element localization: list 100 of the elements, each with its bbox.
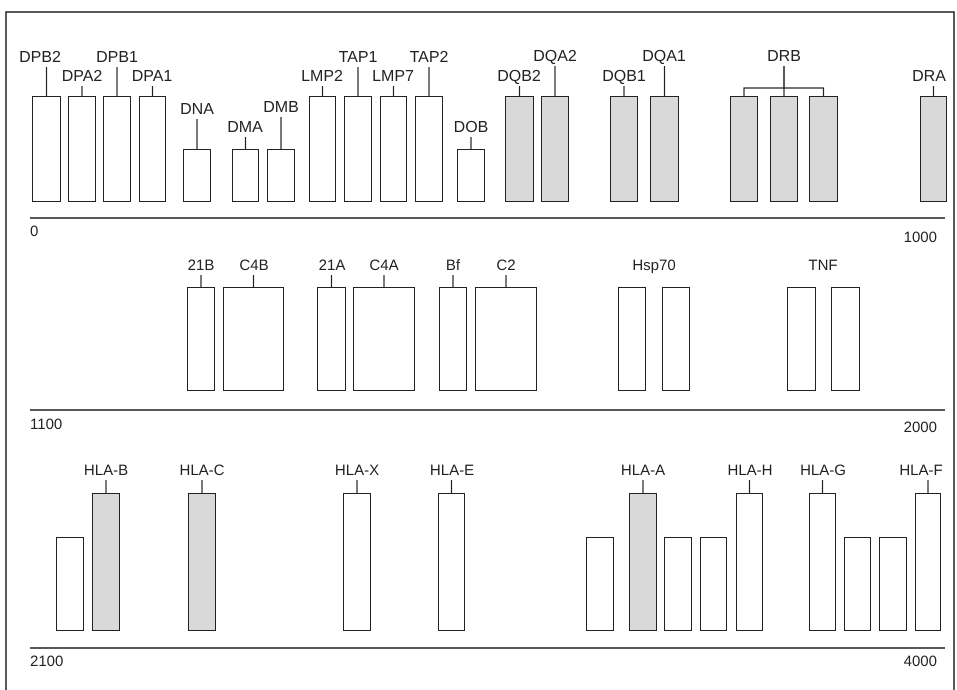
gene-bar bbox=[56, 537, 84, 631]
gene-label: LMP7 bbox=[372, 68, 414, 86]
gene-bar bbox=[920, 96, 947, 202]
gene-label: TAP2 bbox=[410, 49, 448, 67]
gene-label: HLA-C bbox=[180, 462, 224, 480]
gene-bar bbox=[438, 493, 465, 631]
gene-label: 21A bbox=[318, 257, 346, 275]
scale-number: 1000 bbox=[904, 229, 937, 247]
leader-line bbox=[428, 67, 430, 96]
gene-bar bbox=[586, 537, 614, 631]
gene-label: 21B bbox=[188, 257, 214, 275]
gene-bar bbox=[92, 493, 120, 631]
leader-line bbox=[357, 67, 359, 96]
gene-bar bbox=[700, 537, 727, 631]
gene-label: HLA-E bbox=[430, 462, 474, 480]
leader-line bbox=[280, 117, 282, 149]
gene-label: Hsp70 bbox=[632, 257, 676, 275]
gene-bar bbox=[183, 149, 211, 202]
leader-line bbox=[470, 137, 472, 149]
leader-line bbox=[623, 86, 625, 96]
gene-bar bbox=[770, 96, 798, 202]
gene-bar bbox=[380, 96, 407, 202]
scale-number: 0 bbox=[30, 223, 38, 241]
gene-bar bbox=[223, 287, 284, 391]
gene-bar bbox=[317, 287, 346, 391]
gene-label: DNA bbox=[180, 101, 214, 119]
scale-number: 2100 bbox=[30, 653, 64, 671]
gene-label: DPA1 bbox=[132, 68, 172, 86]
leader-line bbox=[927, 480, 929, 493]
gene-label: HLA-G bbox=[800, 462, 846, 480]
gene-bar bbox=[831, 287, 860, 391]
gene-bar bbox=[353, 287, 415, 391]
leader-line bbox=[81, 86, 83, 96]
leader-line bbox=[105, 480, 107, 493]
scale-number: 4000 bbox=[904, 653, 937, 671]
gene-label: TAP1 bbox=[338, 49, 378, 67]
gene-label: DQB2 bbox=[497, 68, 541, 86]
gene-label: DMB bbox=[263, 99, 299, 117]
leader-line bbox=[46, 67, 48, 96]
leader-line bbox=[822, 480, 824, 493]
scale-number: 2000 bbox=[904, 419, 937, 437]
gene-label: HLA-A bbox=[620, 462, 666, 480]
gene-label: HLA-F bbox=[899, 462, 943, 480]
leader-line bbox=[356, 480, 358, 493]
leader-line bbox=[518, 86, 520, 96]
gene-bar bbox=[188, 493, 216, 631]
gene-bar bbox=[915, 493, 941, 631]
gene-bar bbox=[730, 96, 758, 202]
gene-bar bbox=[187, 287, 215, 391]
leader-line bbox=[505, 275, 507, 287]
gene-label: DPB1 bbox=[96, 49, 138, 67]
gene-bar bbox=[415, 96, 443, 202]
gene-bar bbox=[309, 96, 336, 202]
gene-label: HLA-H bbox=[728, 462, 772, 480]
gene-bar bbox=[787, 287, 816, 391]
leader-line bbox=[452, 275, 454, 287]
gene-label: TNF bbox=[808, 257, 838, 275]
gene-label: DQA1 bbox=[642, 48, 686, 66]
gene-bar bbox=[68, 96, 96, 202]
gene-label: Bf bbox=[446, 257, 460, 275]
leader-line bbox=[392, 86, 394, 96]
gene-bar bbox=[629, 493, 657, 631]
gene-bar bbox=[505, 96, 534, 202]
leader-line bbox=[252, 275, 254, 287]
gene-bar bbox=[139, 96, 166, 202]
gene-label: DRA bbox=[912, 68, 946, 86]
gene-bar bbox=[809, 493, 836, 631]
gene-bar bbox=[618, 287, 646, 391]
leader-line bbox=[201, 480, 203, 493]
leader-line bbox=[330, 275, 332, 287]
gene-label: DMA bbox=[227, 119, 263, 137]
leader-line bbox=[664, 66, 666, 96]
gene-label: DQA2 bbox=[533, 48, 577, 66]
gene-label: DRB bbox=[767, 48, 801, 66]
leader-line bbox=[450, 480, 452, 493]
leader-line bbox=[748, 480, 750, 493]
gene-label: LMP2 bbox=[301, 68, 343, 86]
gene-label: DPA2 bbox=[62, 68, 102, 86]
leader-line bbox=[383, 275, 385, 287]
gene-bar bbox=[844, 537, 871, 631]
gene-bar bbox=[475, 287, 537, 391]
gene-bar bbox=[664, 537, 692, 631]
gene-label: DPB2 bbox=[19, 49, 61, 67]
leader-line bbox=[200, 275, 202, 287]
leader-line bbox=[932, 86, 934, 96]
leader-line bbox=[554, 66, 556, 96]
gene-bar bbox=[457, 149, 485, 202]
gene-label: HLA-B bbox=[84, 462, 128, 480]
leader-line bbox=[322, 86, 324, 96]
gene-label: C2 bbox=[496, 257, 516, 275]
leader-line bbox=[196, 119, 198, 149]
gene-bar bbox=[650, 96, 679, 202]
gene-bar bbox=[610, 96, 638, 202]
gene-bar bbox=[32, 96, 61, 202]
gene-label: DQB1 bbox=[602, 68, 646, 86]
leader-line bbox=[642, 480, 644, 493]
gene-bar bbox=[879, 537, 907, 631]
gene-label: HLA-X bbox=[334, 462, 380, 480]
gene-bar bbox=[232, 149, 259, 202]
gene-label: C4B bbox=[239, 257, 269, 275]
